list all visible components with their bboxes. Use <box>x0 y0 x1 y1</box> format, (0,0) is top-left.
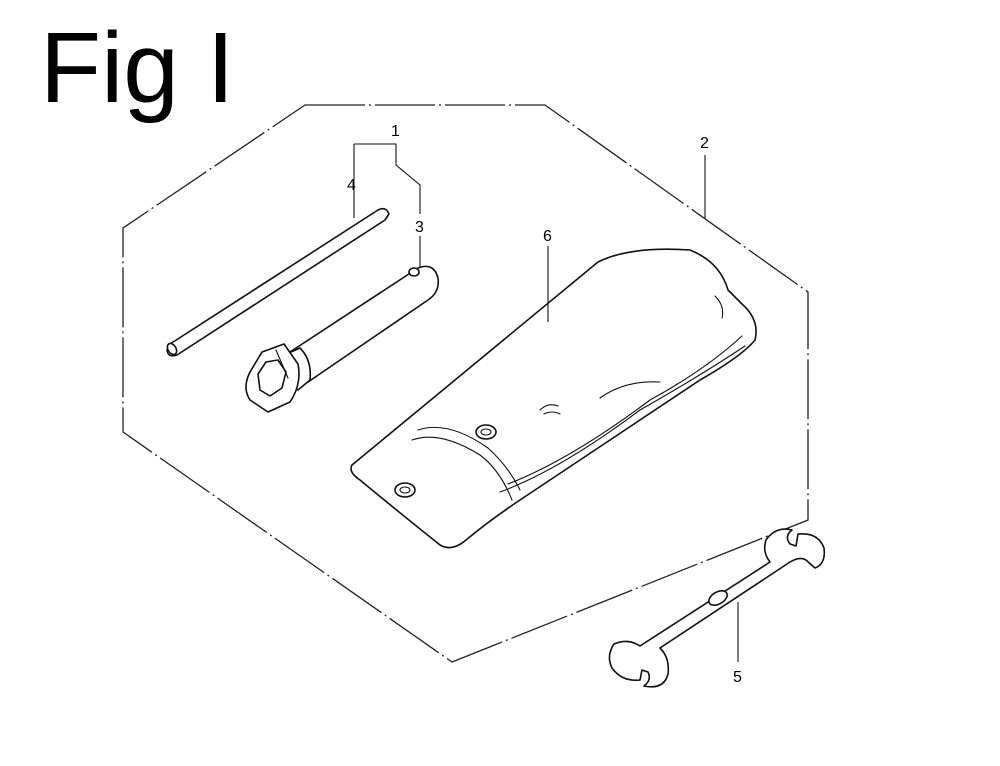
tool-bag-part <box>350 248 757 549</box>
callout-4: 4 <box>347 177 356 194</box>
figure-title: Fig I <box>40 12 235 124</box>
callout-2: 2 <box>700 135 709 152</box>
callout-1: 1 <box>391 123 400 140</box>
callout-3: 3 <box>415 219 424 236</box>
leader-lines <box>353 143 739 662</box>
callout-6: 6 <box>543 228 552 245</box>
kit-boundary-frame <box>122 104 809 663</box>
spark-plug-wrench-part <box>245 265 440 413</box>
handle-bar-part <box>166 207 390 357</box>
callout-5: 5 <box>733 669 742 686</box>
open-end-wrench-part <box>608 528 826 688</box>
